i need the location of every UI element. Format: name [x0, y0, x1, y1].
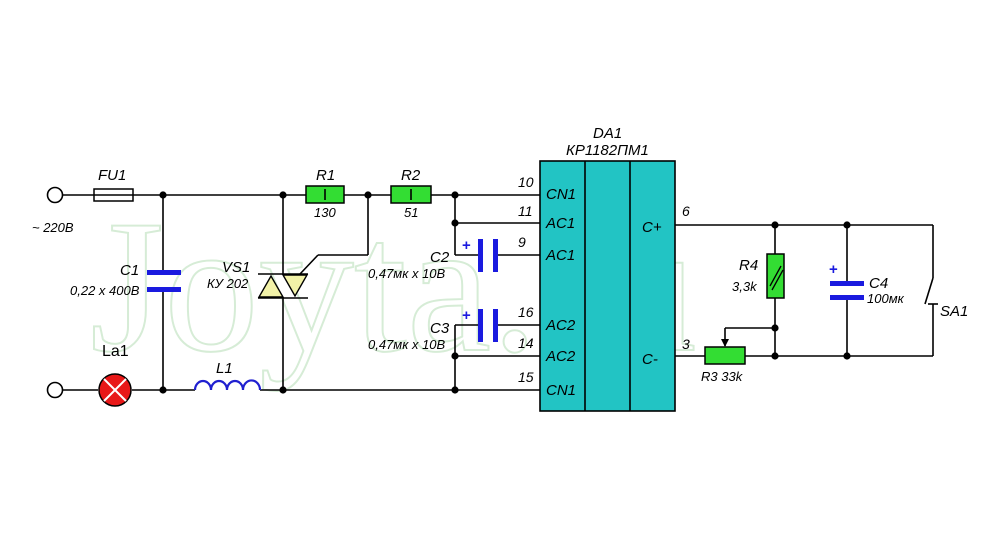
pin-num-16: 16	[518, 304, 534, 320]
junctions	[159, 191, 851, 394]
pin-name-15: CN1	[546, 382, 576, 399]
chip-da1: DA1 КР1182ПМ1 CN1 AC1 AC1 AC2 AC2 CN1 C+…	[539, 125, 676, 412]
l1-ref: L1	[216, 360, 233, 377]
c2-plus: +	[462, 237, 471, 254]
chip-ref: DA1	[593, 125, 622, 142]
pin-name-10: CN1	[546, 186, 576, 203]
c3-ref: C3	[430, 320, 450, 337]
chip-part: КР1182ПМ1	[566, 142, 649, 159]
pin-name-16: AC2	[545, 317, 576, 334]
pin-name-11: AC1	[545, 215, 575, 232]
lamp-la1: La1	[98, 343, 132, 407]
c3-plus: +	[462, 307, 471, 324]
r3-label: R3 33k	[701, 369, 744, 384]
c2-value: 0,47мк x 10В	[368, 266, 446, 281]
switch-sa1: SA1	[924, 277, 968, 320]
terminal-top	[46, 186, 64, 204]
c1-ref: C1	[120, 262, 139, 279]
c4-value: 100мк	[867, 291, 905, 306]
c4-ref: C4	[869, 275, 888, 292]
c2-ref: C2	[430, 249, 450, 266]
pin-num-14: 14	[518, 335, 534, 351]
capacitor-c3: + C3 0,47мк x 10В	[368, 307, 498, 352]
c4-plus: +	[829, 261, 838, 278]
pin-name-6: C+	[642, 219, 662, 236]
pin-num-3: 3	[682, 336, 690, 352]
sa1-ref: SA1	[940, 303, 968, 320]
inductor-l1: L1	[193, 360, 262, 391]
r2-value: 51	[404, 205, 418, 220]
pin-num-11: 11	[518, 203, 533, 219]
r1-ref: R1	[316, 167, 335, 184]
resistor-r2: R2 51	[390, 167, 432, 220]
la1-ref: La1	[102, 343, 129, 360]
vs1-value: КУ 202	[207, 276, 249, 291]
r4-value: 3,3k	[732, 279, 758, 294]
pin-num-10: 10	[518, 174, 534, 190]
pin-name-9: AC1	[545, 247, 575, 264]
capacitor-c1: C1 0,22 x 400В	[70, 262, 181, 298]
resistor-r4: R4 3,3k	[732, 253, 785, 299]
c3-value: 0,47мк x 10В	[368, 337, 446, 352]
capacitor-c2: + C2 0,47мк x 10В	[368, 237, 498, 281]
r2-ref: R2	[401, 167, 421, 184]
pin-num-6: 6	[682, 203, 690, 219]
fu1-ref: FU1	[98, 167, 126, 184]
r1-value: 130	[314, 205, 336, 220]
triac-vs1: VS1 КУ 202	[207, 259, 309, 299]
r4-ref: R4	[739, 257, 758, 274]
pin-num-9: 9	[518, 234, 526, 250]
pin-name-3: C-	[642, 351, 658, 368]
fuse-fu1: FU1	[93, 167, 134, 202]
pin-name-14: AC2	[545, 348, 576, 365]
c1-value: 0,22 x 400В	[70, 283, 140, 298]
capacitor-c4: + C4 100мк	[829, 261, 905, 306]
pin-num-15: 15	[518, 369, 534, 385]
potentiometer-r3: R3 33k	[701, 339, 746, 384]
input-voltage-label: ~ 220В	[32, 220, 74, 235]
vs1-ref: VS1	[222, 259, 250, 276]
terminal-bottom	[46, 381, 64, 399]
resistor-r1: R1 130	[305, 167, 345, 220]
